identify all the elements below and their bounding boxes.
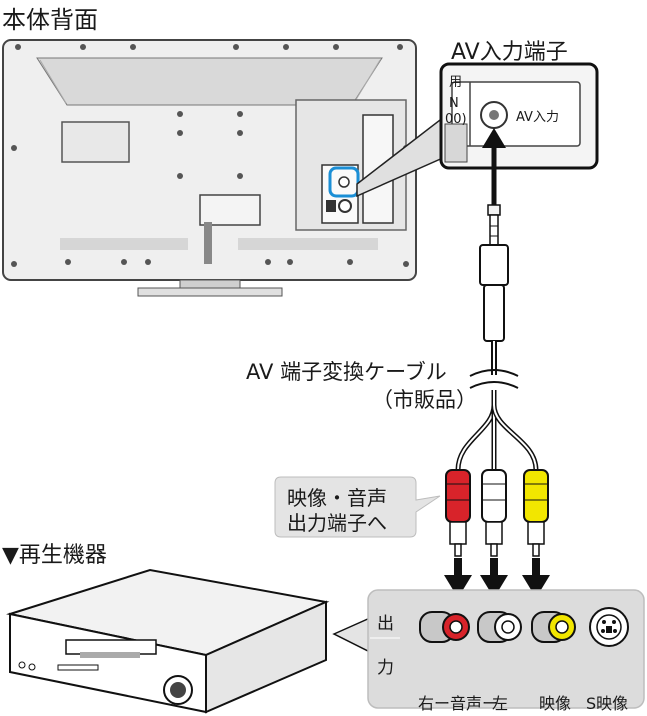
output-label-char-2: 力 (377, 658, 394, 678)
player-device (6, 568, 330, 714)
zoom-fragment-top: 用 (449, 75, 463, 90)
av-jack-label: AV入力 (516, 110, 559, 125)
jack-label-video: 映像 (539, 694, 572, 713)
rca-plug-red (445, 469, 471, 557)
down-arrows (444, 558, 550, 598)
callout-line-1: 映像・音声 (287, 486, 387, 510)
player-title: ▼再生機器 (2, 543, 107, 568)
tv-back (2, 39, 417, 297)
rca-plug-yellow (523, 469, 549, 557)
av-cable (455, 128, 539, 471)
callout-bubble (274, 476, 441, 538)
output-label-char-1: 出 (377, 614, 394, 634)
zoom-fragment-00: 00) (445, 112, 467, 127)
zoom-fragment-n: N (449, 96, 459, 111)
jack-label-svideo: S映像 (586, 694, 629, 713)
output-jack-yellow (531, 611, 576, 643)
panel-connector (332, 616, 371, 654)
cable-sublabel: （市販品） (372, 388, 477, 412)
output-jack-red (419, 611, 470, 643)
av-terminal-title: AV入力端子 (451, 40, 568, 65)
page-title: 本体背面 (2, 6, 98, 34)
cable-label: AV 端子変換ケーブル (246, 360, 447, 384)
output-jack-svideo (589, 607, 629, 647)
callout-line-2: 出力端子へ (287, 511, 387, 535)
jack-label-right-audio: 右ー音声ー (418, 694, 499, 713)
output-panel (367, 589, 645, 709)
rca-plug-white (481, 469, 507, 557)
jack-label-left: 左 (492, 694, 509, 713)
av-jack-highlight (328, 166, 360, 198)
av-terminal-zoom (439, 62, 599, 170)
output-jack-white (477, 611, 522, 643)
